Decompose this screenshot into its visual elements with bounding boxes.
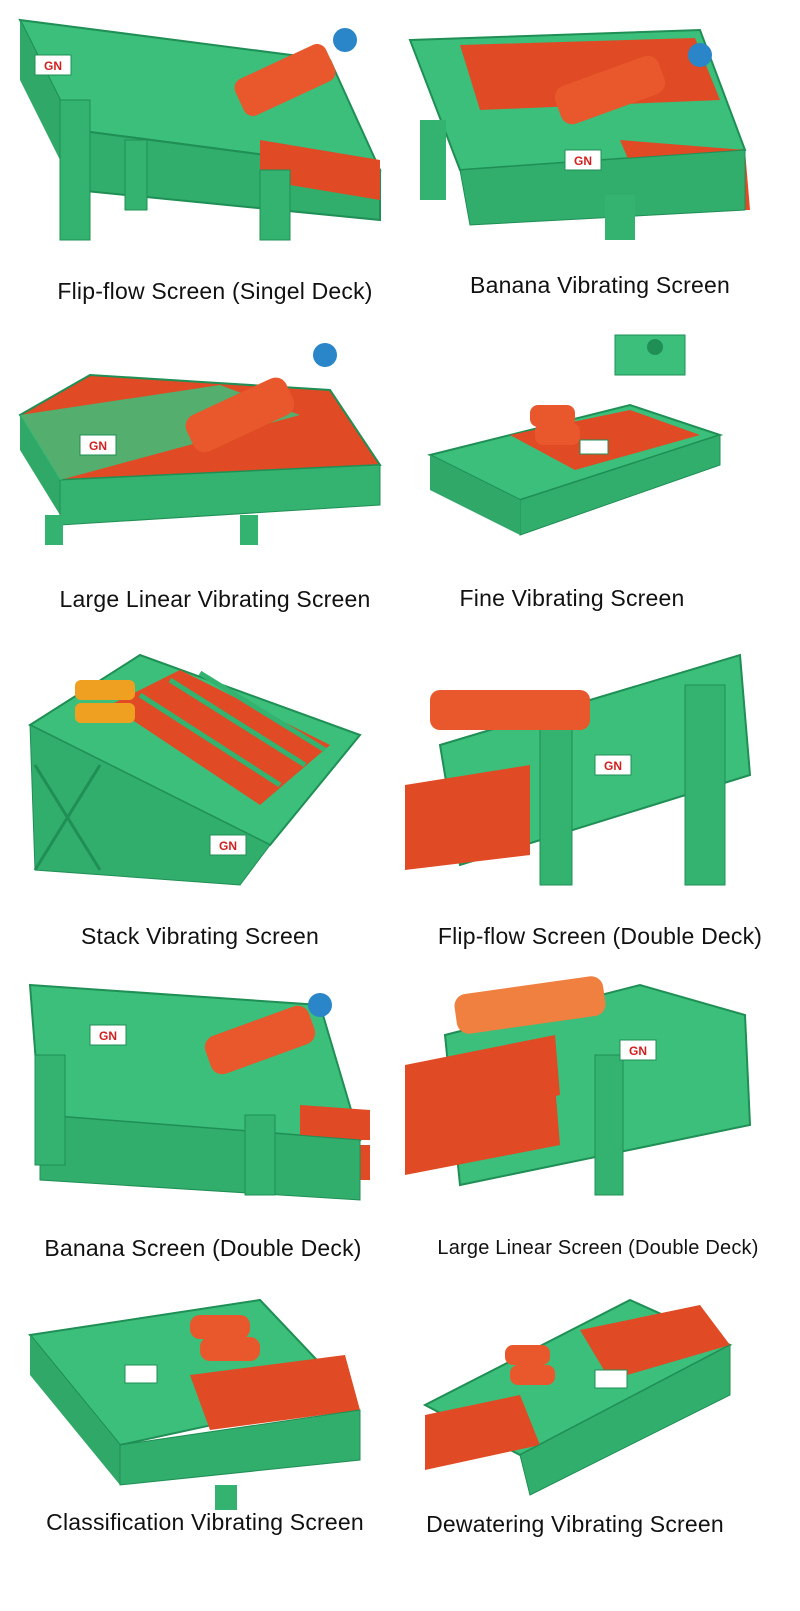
product-card-banana-double: GN Banana Screen (Double Deck) — [0, 965, 400, 1270]
caption-dewatering: Dewatering Vibrating Screen — [426, 1511, 724, 1537]
caption-flip-flow-double: Flip-flow Screen (Double Deck) — [437, 923, 763, 949]
product-card-large-linear: GN Large Linear Vibrating Screen — [0, 325, 400, 625]
product-card-banana: GN Banana Vibrating Screen — [400, 0, 800, 320]
product-card-flip-flow-double: GN Flip-flow Screen (Double Deck) — [400, 625, 800, 960]
caption-large-linear: Large Linear Vibrating Screen — [59, 586, 371, 612]
stack-vibrating-screen-image: GN — [27, 653, 362, 886]
gn-logo: GN — [89, 439, 107, 453]
caption-classification: Classification Vibrating Screen — [46, 1509, 364, 1535]
flip-flow-double-deck-image: GN — [405, 653, 752, 886]
banana-vibrating-screen-image: GN — [408, 28, 750, 240]
caption-flip-flow-single: Flip-flow Screen (Singel Deck) — [57, 278, 373, 304]
fine-vibrating-screen-image — [427, 334, 724, 536]
large-linear-vibrating-screen-image: GN — [18, 343, 382, 545]
product-card-classification: Classification Vibrating Screen — [0, 1285, 400, 1611]
banana-double-deck-image: GN — [28, 983, 370, 1201]
product-card-large-linear-double: GN Large Linear Screen (Double Deck) — [400, 965, 800, 1270]
gn-logo: GN — [574, 154, 592, 168]
caption-banana-double: Banana Screen (Double Deck) — [44, 1235, 362, 1261]
classification-vibrating-screen-image — [28, 1298, 361, 1510]
caption-large-linear-double: Large Linear Screen (Double Deck) — [437, 1237, 759, 1259]
product-card-stack: GN Stack Vibrating Screen — [0, 625, 400, 960]
product-card-dewatering: Dewatering Vibrating Screen — [400, 1285, 800, 1611]
gn-logo: GN — [604, 759, 622, 773]
dewatering-vibrating-screen-image — [422, 1298, 733, 1496]
product-card-flip-flow-single: GN Flip-flow Screen (Singel Deck) — [0, 0, 400, 320]
gn-logo: GN — [219, 839, 237, 853]
product-card-fine: Fine Vibrating Screen — [400, 325, 800, 625]
gn-logo: GN — [99, 1029, 117, 1043]
caption-banana: Banana Vibrating Screen — [470, 272, 730, 298]
caption-fine: Fine Vibrating Screen — [459, 585, 685, 611]
caption-stack: Stack Vibrating Screen — [81, 923, 319, 949]
gn-logo: GN — [44, 59, 62, 73]
gn-logo: GN — [629, 1044, 647, 1058]
large-linear-double-deck-image: GN — [405, 976, 752, 1196]
flip-flow-single-deck-image: GN — [18, 18, 382, 241]
